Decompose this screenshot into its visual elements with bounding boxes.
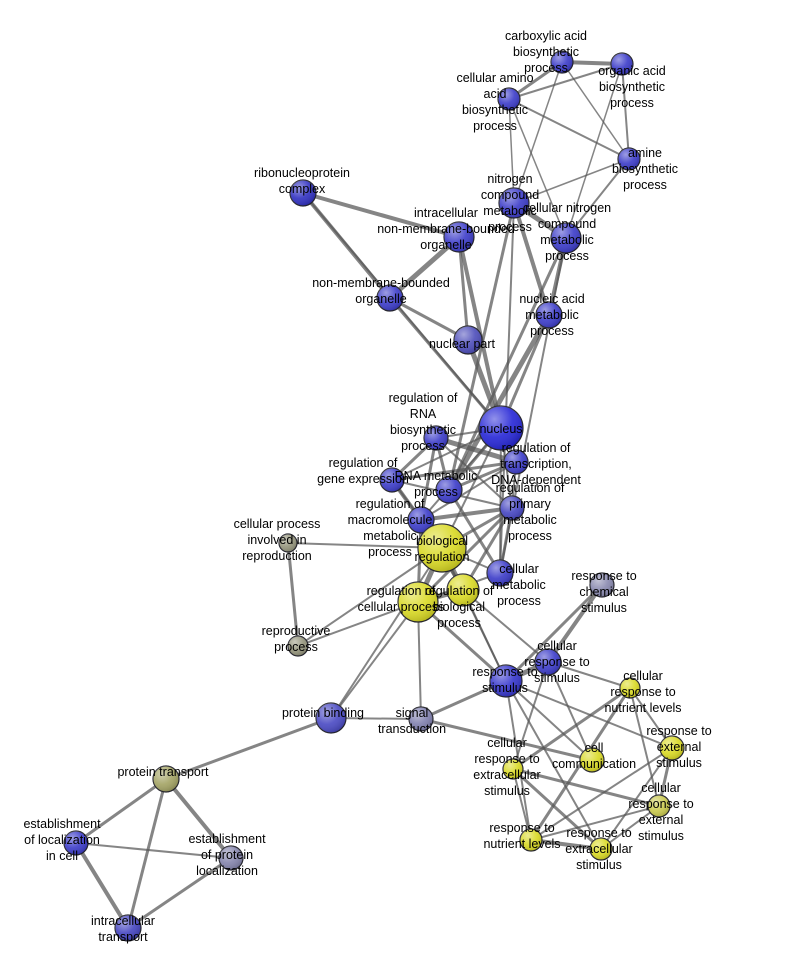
node-cell_resp_nutrient[interactable] [619,677,641,699]
edge-reg_rna--reg_primary [435,437,513,509]
edge-amine--nitrogen [513,158,630,204]
node-cell_nitrogen[interactable] [550,222,582,254]
node-reg_primary[interactable] [499,495,525,521]
edge-cell_resp_extra--resp_nutrient [512,768,532,841]
edge-resp_stim--resp_extra [505,680,602,850]
edge-protein_binding--reg_cell [330,601,419,719]
node-est_loc_cell[interactable] [63,830,89,856]
edge-intra_nmbo--nuclear_part [457,235,470,342]
edge-protein_binding--bio_reg [330,547,443,719]
edge-amino--nitrogen [508,98,515,204]
node-resp_ext[interactable] [659,735,685,761]
edge-cell_resp_nutrient--cell_resp_extra [511,686,632,771]
node-est_prot_loc[interactable] [218,845,244,871]
node-nuclear_part[interactable] [453,325,483,355]
node-amino[interactable] [497,87,521,111]
node-nmbo[interactable] [376,284,404,312]
node-protein_transport[interactable] [152,765,180,793]
node-bio_reg[interactable] [417,523,467,573]
edge-resp_stim--resp_chem [504,583,604,683]
node-resp_extra[interactable] [589,837,613,861]
edge-cell_resp_stim--cell_comm [547,661,593,761]
edge-rnp--intra_nmbo [301,191,461,239]
edge-resp_nutrient--cell_resp_ext [530,805,660,841]
node-cell_resp_stim[interactable] [534,648,562,676]
node-resp_stim[interactable] [489,664,523,698]
node-nitrogen[interactable] [498,187,530,219]
edge-resp_nutrient--resp_extra [529,838,603,851]
node-reg_bio[interactable] [446,573,480,607]
node-intra_transport[interactable] [114,914,142,942]
edge-carboxylic--nitrogen [513,61,563,204]
node-signal_trans[interactable] [408,706,434,732]
node-reg_tx[interactable] [503,449,529,475]
edge-cpir--bio_reg [287,542,443,549]
edge-signal_trans--cell_comm [419,717,594,762]
edge-protein_transport--est_loc_cell [74,777,168,845]
edge-protein_transport--intra_transport [126,777,168,930]
edge-cell_resp_extra--cell_resp_ext [511,767,661,808]
edge-amino--cell_nitrogen [508,98,567,239]
edge-reg_rna--reg_macro [419,436,438,522]
node-cell_resp_extra[interactable] [502,758,524,780]
edge-resp_ext--resp_nutrient [530,747,673,841]
edge-nucleic--rna_met [446,312,552,493]
node-resp_nutrient[interactable] [519,828,543,852]
edge-cell_resp_stim--cell_resp_extra [512,661,549,770]
edge-est_loc_cell--intra_transport [74,841,130,930]
edge-organic--amino [508,63,623,100]
node-intra_nmbo[interactable] [443,221,475,253]
node-reg_gene[interactable] [379,467,405,493]
node-nucleus[interactable] [478,405,524,451]
edge-reg_tx--reg_gene [390,460,518,482]
edge-amino--amine [508,98,630,160]
node-cell_resp_ext[interactable] [647,794,671,818]
edge-est_loc_cell--est_prot_loc [75,842,232,859]
edge-reg_primary--reg_macro [419,506,514,522]
node-cell_comm[interactable] [579,747,605,773]
edge-cell_resp_stim--cell_resp_nutrient [547,661,631,689]
edge-nitrogen--nucleic [512,201,551,317]
node-amine[interactable] [617,147,641,171]
edge-organic--cell_nitrogen [565,63,623,239]
node-repro[interactable] [287,635,309,657]
node-protein_binding[interactable] [315,702,347,734]
node-organic[interactable] [610,52,634,76]
nodes-layer [63,50,685,942]
node-reg_cell[interactable] [397,581,439,623]
edge-cpir--repro [286,541,300,648]
node-rnp[interactable] [289,179,317,207]
edge-protein_binding--protein_transport [164,716,333,781]
edge-est_prot_loc--intra_transport [126,856,233,930]
node-nucleic[interactable] [535,301,563,329]
edge-protein_transport--est_prot_loc [164,777,233,860]
node-carboxylic[interactable] [550,50,574,74]
edge-reg_tx--reg_macro [420,461,517,521]
edge-rna_met--cell_met [447,488,502,575]
edge-resp_stim--resp_ext [505,680,673,749]
edge-reg_rna--reg_tx [433,435,519,465]
node-cpir[interactable] [278,533,298,553]
edge-cell_resp_extra--resp_extra [511,767,603,851]
node-cell_met[interactable] [486,559,514,587]
edge-organic--amine [621,63,630,160]
node-rna_met[interactable] [435,476,463,504]
node-resp_chem[interactable] [589,572,615,598]
edge-cell_resp_nutrient--cell_resp_ext [629,687,660,807]
edges-layer [74,60,674,930]
edge-resp_ext--resp_extra [600,747,673,850]
edge-nmbo--nucleus [388,296,503,430]
edge-cell_resp_stim--resp_chem [546,583,604,664]
node-reg_rna[interactable] [423,425,449,451]
